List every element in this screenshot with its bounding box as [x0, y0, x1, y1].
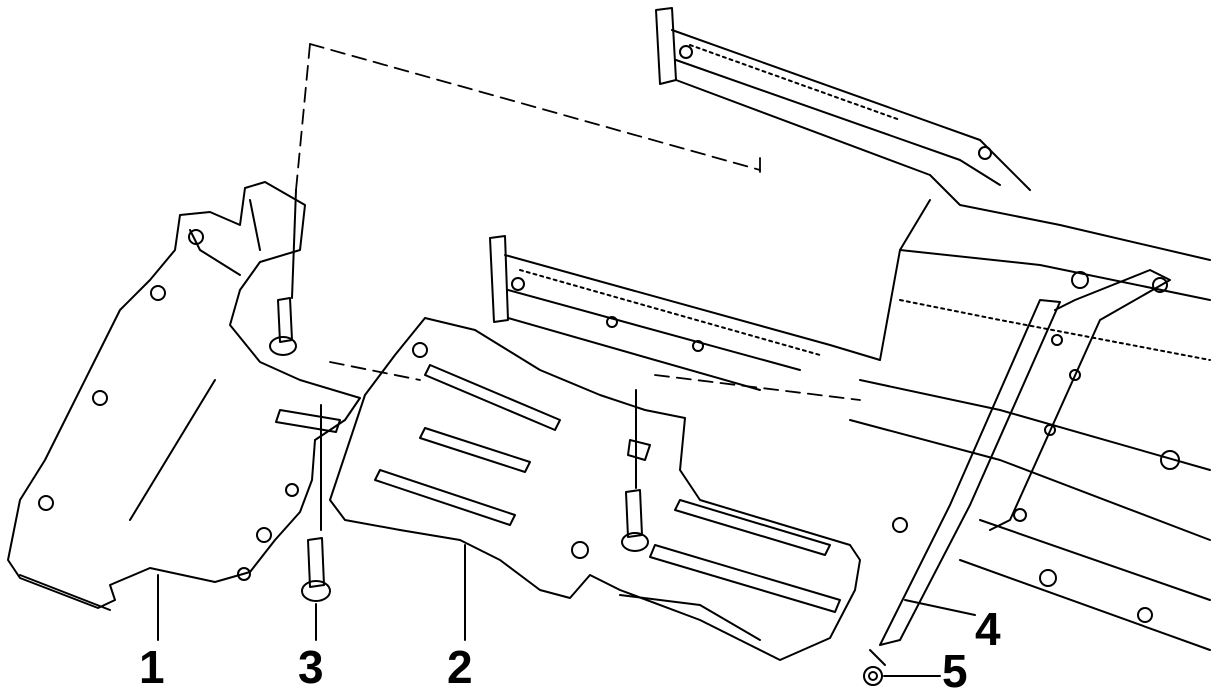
leader-lines — [157, 189, 976, 677]
callout-5: 5 — [942, 645, 968, 697]
callout-1: 1 — [139, 641, 165, 693]
bolts — [269, 297, 649, 602]
reference-lines — [295, 43, 861, 401]
callout-4: 4 — [975, 603, 1001, 655]
callout-2: 2 — [447, 641, 473, 693]
crossmember — [869, 269, 1171, 666]
center-skid-plate — [329, 317, 861, 661]
nut — [863, 666, 883, 686]
callout-3: 3 — [298, 641, 324, 693]
vehicle-frame — [489, 7, 1211, 651]
left-skid-plate — [7, 181, 361, 611]
